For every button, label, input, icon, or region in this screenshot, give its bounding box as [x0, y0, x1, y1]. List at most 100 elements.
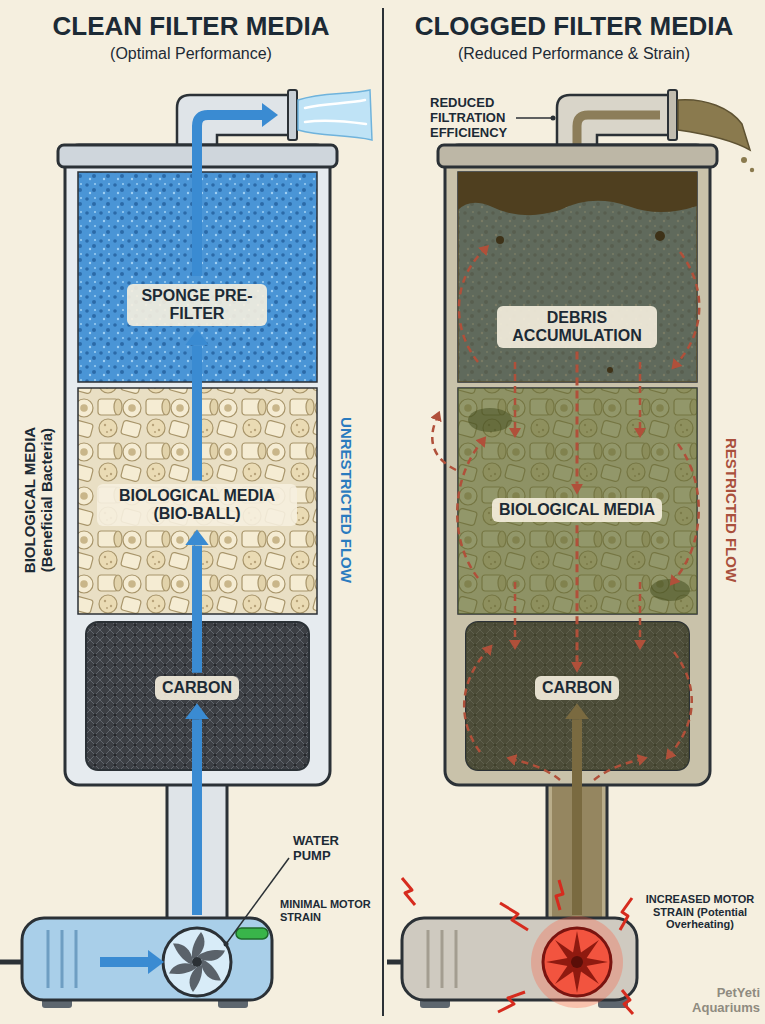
watermark: PetYeti Aquariums [688, 986, 760, 1016]
flow-arrow-line [192, 545, 202, 672]
flow-label: UNRESTRICTED FLOW [337, 417, 354, 583]
layer-label-box: BIOLOGICAL MEDIA [492, 498, 662, 522]
strain-sparks [622, 990, 633, 1014]
clean-filter-drawing [0, 90, 372, 1008]
flow-arrow [197, 545, 198, 672]
recirculation-arrows [514, 362, 517, 428]
strain-sparks [402, 878, 633, 1014]
outflow-arrow [197, 115, 262, 276]
recirculation-arrows [676, 444, 699, 578]
layer-label: CARBON [162, 679, 232, 697]
clean-water-jet [298, 90, 372, 140]
panel: SPONGE PRE-FILTER BIOLOGICAL MEDIA (BIO-B… [0, 0, 382, 1024]
recirculation-arrows [672, 652, 692, 752]
recirculation-arrows [678, 252, 699, 362]
leader-dot [551, 116, 556, 121]
sludge-blotch [650, 579, 690, 601]
strain-sparks [620, 898, 632, 930]
intake-arrow [100, 957, 148, 967]
pipe-flange [668, 90, 677, 140]
impeller-housing [163, 928, 231, 996]
pump-body [22, 918, 272, 1000]
flow-arrow [197, 719, 198, 915]
recirculation-arrows [594, 760, 638, 780]
power-cord [0, 960, 24, 965]
overheat-glow [531, 916, 623, 1008]
flow-arrow-line [192, 345, 202, 480]
panel-subheading: (Reduced Performance & Strain) [383, 45, 765, 63]
water-streak [305, 100, 366, 124]
layer-label-box: CARBON [155, 676, 239, 700]
panel-heading: CLEAN FILTER MEDIA [0, 12, 382, 41]
panel-divider [382, 8, 384, 1016]
debris-speck [496, 236, 504, 244]
motor-fins [428, 930, 456, 988]
panel-subheading: (Optimal Performance) [0, 45, 382, 63]
panel: DEBRIS ACCUMULATION BIOLOGICAL MEDIA CARBO… [383, 0, 765, 1024]
filter-housing [445, 145, 710, 785]
recirculation-arrows [432, 252, 699, 780]
debris-overlay [458, 172, 697, 382]
layer-label: DEBRIS ACCUMULATION [504, 309, 650, 346]
recirculation-arrows [639, 362, 642, 428]
leader-line [516, 117, 551, 119]
layer-label: BIOLOGICAL MEDIA [499, 501, 655, 519]
motor-fins [48, 930, 76, 988]
strain-indicator [236, 928, 268, 939]
recirculation-arrows [464, 652, 486, 752]
mud-drip [750, 168, 754, 172]
recirculation-arrows [516, 760, 560, 780]
debris-layer [458, 172, 697, 215]
flow-arrow-line [572, 719, 582, 915]
flow-arrow-line [576, 525, 579, 662]
sponge-layer [458, 172, 697, 382]
flow-arrow [197, 345, 198, 480]
layer-label: CARBON [542, 679, 612, 697]
flow-arrow-line [192, 719, 202, 915]
panel-heading: CLOGGED FILTER MEDIA [383, 12, 765, 41]
impeller-housing [543, 928, 611, 996]
leader-dot [224, 942, 229, 947]
layer-label: SPONGE PRE-FILTER [134, 287, 260, 324]
overheating-impeller [571, 956, 583, 968]
pipe-flange [288, 90, 297, 140]
pump-box: INCREASED MOTOR STRAIN (Potential Overhe… [402, 918, 637, 1000]
flow-arrow [577, 525, 578, 662]
layer-label-box: CARBON [535, 676, 619, 700]
recirculation-arrows [639, 582, 642, 640]
impeller [192, 957, 202, 967]
pump-box: WATER PUMPMINIMAL MOTOR STRAIN [22, 918, 272, 1000]
mud-drip [741, 157, 747, 163]
leader-line [226, 858, 289, 944]
pump-label: INCREASED MOTOR STRAIN (Potential Overhe… [641, 893, 759, 931]
muddy-outflow [678, 100, 750, 150]
layer-label: BIOLOGICAL MEDIA (BIO-BALL) [104, 487, 290, 524]
layer-label-box: DEBRIS ACCUMULATION [497, 306, 657, 349]
recirculation-arrows [432, 420, 456, 470]
debris-speck [607, 367, 613, 373]
clogged-filter-drawing [387, 90, 754, 1014]
flow-label: RESTRICTED FLOW [722, 438, 739, 582]
debris-speck [655, 231, 665, 241]
flow-arrow-line [576, 351, 579, 483]
strain-sparks [500, 903, 528, 930]
sludge-blotch [468, 408, 512, 432]
overheating-impeller [546, 931, 608, 993]
impeller [167, 932, 226, 992]
flow-arrow [577, 719, 578, 915]
housing-lid [438, 145, 717, 167]
layer-label-box: BIOLOGICAL MEDIA (BIO-BALL) [97, 484, 297, 527]
recirculation-arrows [457, 444, 480, 578]
strain-sparks [498, 992, 525, 1012]
recirculation-arrows [514, 582, 517, 640]
callout-label: REDUCED FILTRATION EFFICIENCY [430, 96, 525, 141]
strain-sparks [402, 878, 415, 905]
recirculation-arrows [459, 252, 482, 362]
side-label: BIOLOGICAL MEDIA (Beneficial Bacteria) [21, 405, 56, 595]
pump-label: MINIMAL MOTOR STRAIN [280, 898, 378, 923]
strain-sparks [556, 880, 563, 910]
layer-label-box: SPONGE PRE-FILTER [127, 284, 267, 327]
flow-arrow [577, 351, 578, 483]
